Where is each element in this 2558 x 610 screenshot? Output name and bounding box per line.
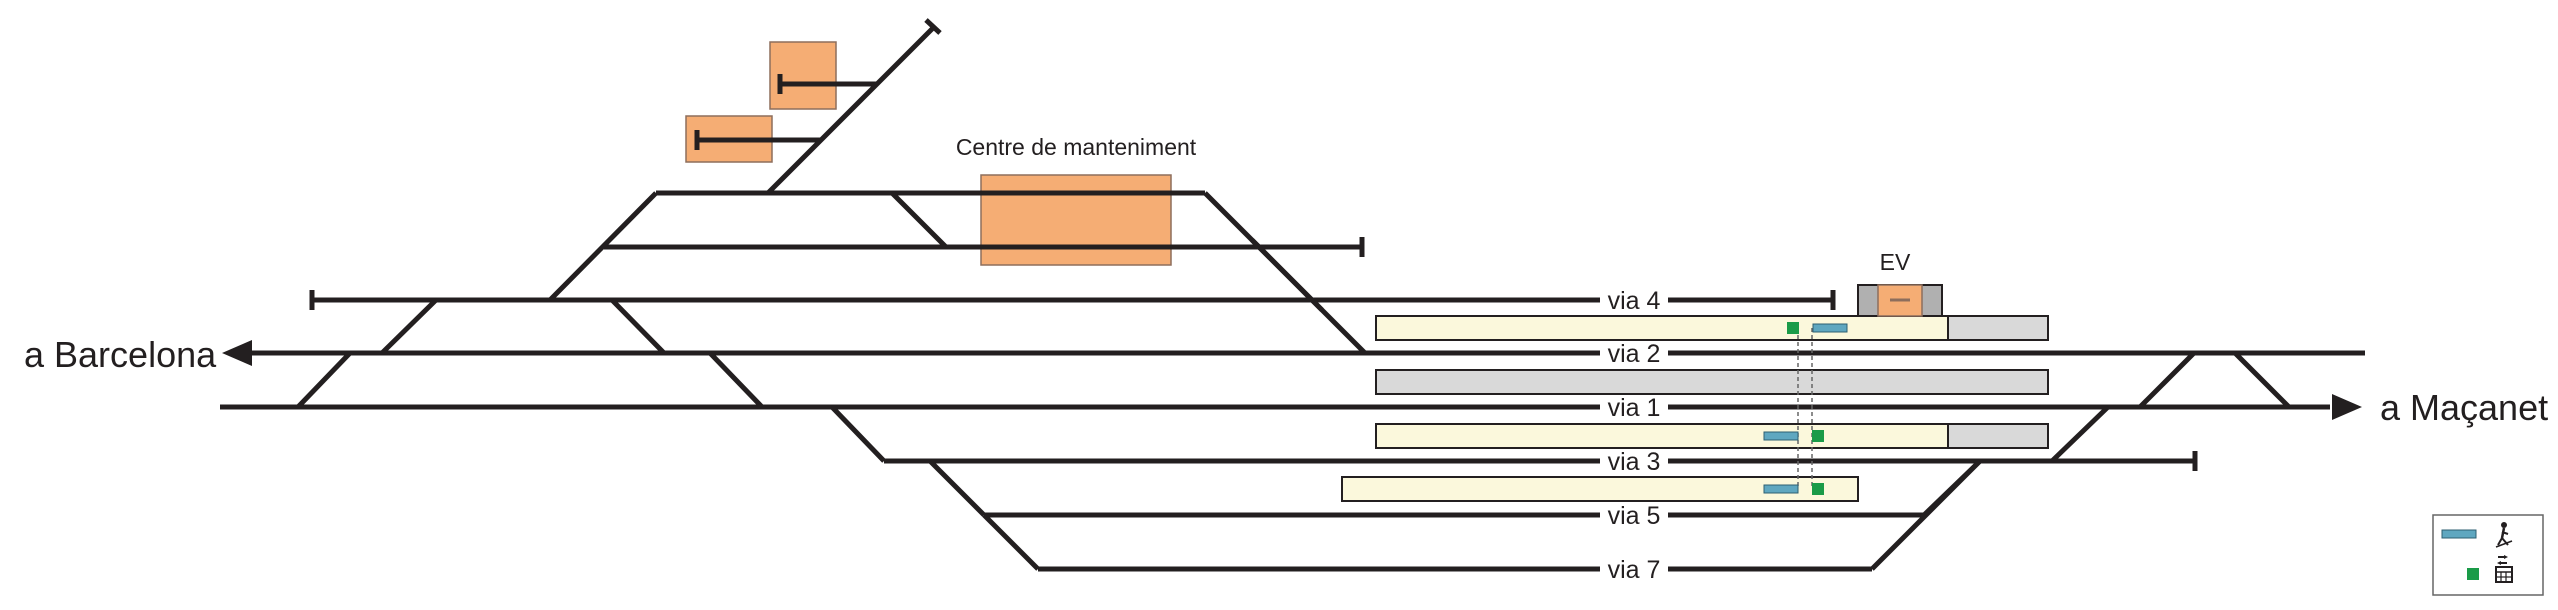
yard-exit-join <box>1250 238 1324 312</box>
crossover-g <box>830 405 886 463</box>
via-2-label-bg <box>1600 341 1668 367</box>
crossover-e <box>708 351 764 409</box>
crossover-c <box>296 351 352 409</box>
platform-a-grey <box>1947 315 2049 341</box>
via-2-label: via 2 <box>1608 340 1661 368</box>
legend-escalator-swatch <box>2441 529 2477 539</box>
depot-diagonal-stop <box>924 18 942 35</box>
legend-ticket-swatch <box>2467 568 2479 580</box>
via-4-label: via 4 <box>1608 287 1661 315</box>
escalator-3 <box>1763 484 1799 494</box>
via-1-label: via 1 <box>1608 394 1661 422</box>
ticket-machine-3 <box>1812 483 1824 495</box>
legend <box>2432 514 2544 596</box>
via-7-label-bg <box>1600 557 1668 583</box>
via-7-label: via 7 <box>1608 556 1661 584</box>
via-5-label-bg <box>1600 503 1668 529</box>
arrow-left-icon <box>222 340 252 366</box>
via-5-label: via 5 <box>1608 502 1661 530</box>
ticket-machine-icon <box>2495 555 2513 583</box>
destination-right-label: a Maçanet <box>2380 387 2548 428</box>
arrow-right-icon <box>2332 394 2362 420</box>
crossover-f <box>890 191 948 249</box>
crossover-d <box>610 298 666 355</box>
tracks <box>220 18 2365 572</box>
track-labels: via 4 via 2 via 1 via 3 via 5 via 7 <box>1600 287 1668 584</box>
crossover-n <box>2233 351 2291 409</box>
pedestrian-escalator-icon <box>2495 522 2513 548</box>
via-3-label-bg <box>1600 449 1668 475</box>
escalator-1 <box>1812 323 1848 333</box>
depot-diagonal <box>766 24 937 195</box>
crossover-l <box>2050 405 2110 463</box>
destination-left-label: a Barcelona <box>24 334 217 375</box>
ticket-machine-1 <box>1787 322 1799 334</box>
ev-label: EV <box>1880 249 1911 275</box>
escalator-2 <box>1763 431 1799 441</box>
platform-a-yellow <box>1375 315 1949 341</box>
via-3-label: via 3 <box>1608 448 1661 476</box>
crossover-a <box>548 191 658 302</box>
ticket-machine-2 <box>1812 430 1824 442</box>
crossover-k <box>1870 459 1982 571</box>
buildings <box>685 41 1943 317</box>
legend-box <box>2432 514 2544 596</box>
maintenance-centre-building <box>980 174 1172 266</box>
maintenance-centre-label: Centre de manteniment <box>956 134 1197 160</box>
facilities <box>1763 322 1848 495</box>
crossover-b <box>380 298 438 355</box>
crossover-m <box>2138 351 2196 409</box>
platforms <box>1341 315 2049 502</box>
via-1-label-bg <box>1600 395 1668 421</box>
platform-b-grey <box>1375 369 2049 395</box>
via-4-label-bg <box>1600 288 1668 314</box>
platform-c-grey <box>1947 423 2049 449</box>
crossover-h <box>928 459 986 517</box>
platform-c-yellow <box>1375 423 1949 449</box>
crossover-i <box>982 513 1040 571</box>
